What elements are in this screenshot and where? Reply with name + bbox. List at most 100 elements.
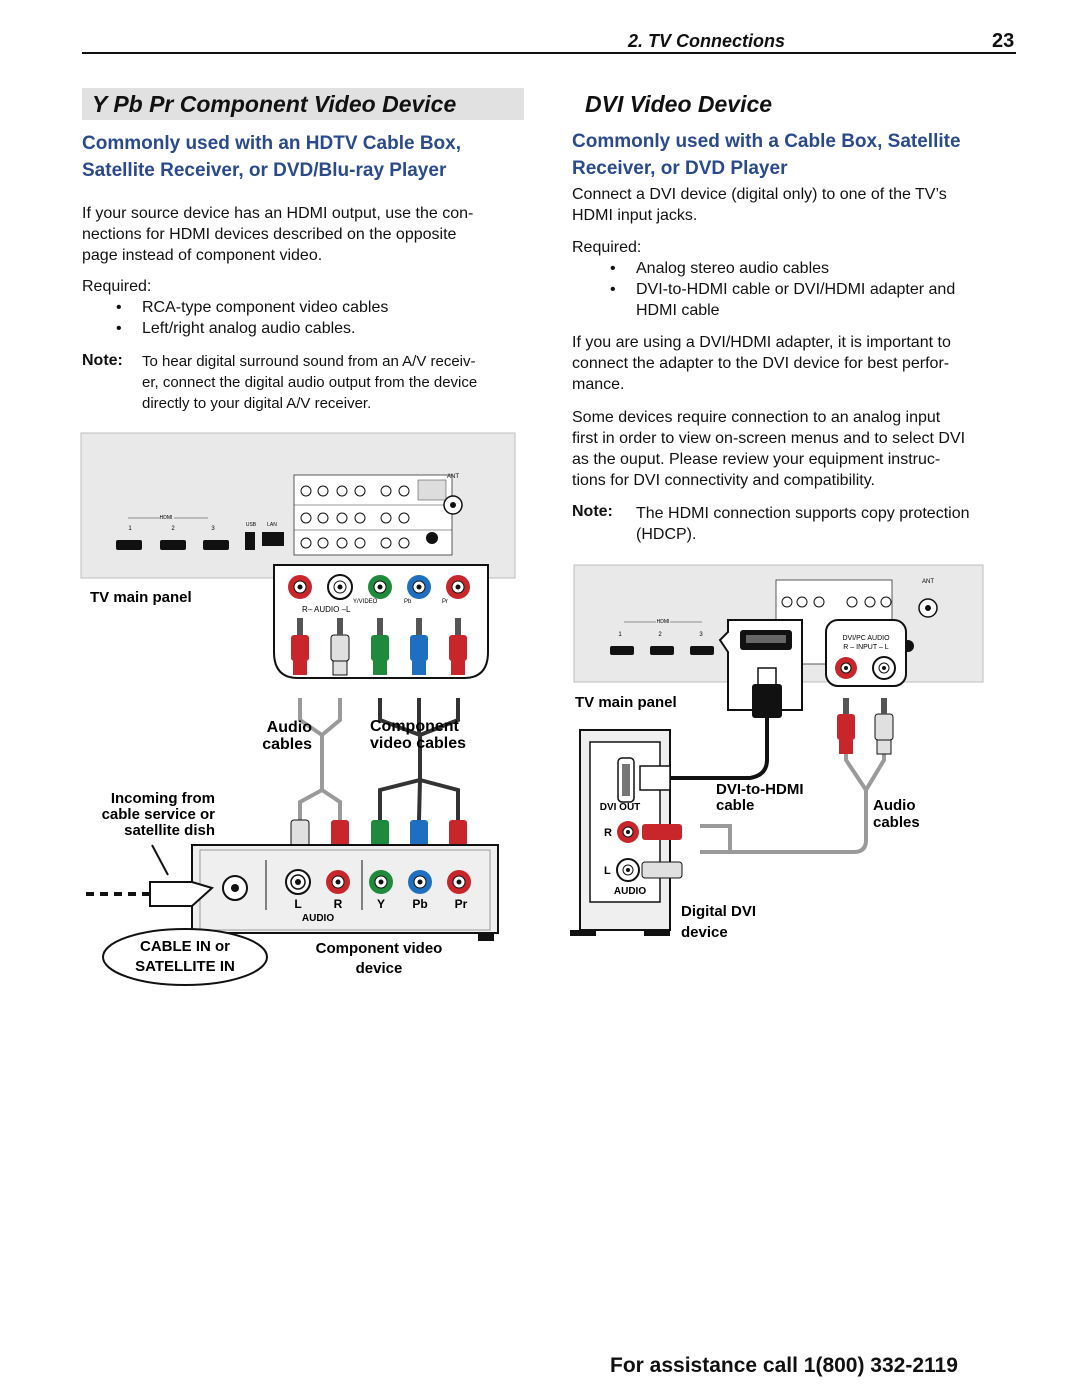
svg-text:CABLE IN or: CABLE IN or xyxy=(140,938,230,955)
component-subhead-line1: Commonly used with an HDTV Cable Box, xyxy=(82,133,461,154)
svg-text:Component: Component xyxy=(370,718,460,735)
svg-text:R– AUDIO –L: R– AUDIO –L xyxy=(302,605,351,614)
svg-text:device: device xyxy=(356,960,403,977)
dvi-required-label: Required: xyxy=(572,239,642,256)
svg-text:R – INPUT – L: R – INPUT – L xyxy=(843,644,888,651)
list-item: RCA-type component video cables xyxy=(116,297,388,318)
svg-text:DVI/PC AUDIO: DVI/PC AUDIO xyxy=(842,635,890,642)
svg-text:L: L xyxy=(294,897,301,911)
page-number: 23 xyxy=(992,30,1015,52)
svg-text:2: 2 xyxy=(658,632,662,638)
svg-text:SATELLITE IN: SATELLITE IN xyxy=(135,958,235,975)
svg-text:3: 3 xyxy=(211,526,215,532)
dvi-section-title: DVI Video Device xyxy=(585,91,773,117)
para-line: first in order to view on-screen menus a… xyxy=(572,430,966,447)
intro-line: HDMI input jacks. xyxy=(572,207,698,224)
svg-text:USB: USB xyxy=(246,522,257,528)
note-line: (HDCP). xyxy=(636,526,697,543)
required-label: Required: xyxy=(82,278,152,295)
component-section-title: Y Pb Pr Component Video Device xyxy=(92,91,457,117)
svg-text:TV main panel: TV main panel xyxy=(575,694,677,711)
intro-line: Connect a DVI device (digital only) to o… xyxy=(572,186,947,203)
para-line: Some devices require connection to an an… xyxy=(572,409,941,426)
svg-text:DVI OUT: DVI OUT xyxy=(600,802,641,813)
coax-plug xyxy=(149,881,214,907)
svg-text:AUDIO: AUDIO xyxy=(302,913,334,924)
dvi-subhead-line1: Commonly used with a Cable Box, Satellit… xyxy=(572,131,961,152)
svg-text:HDMI: HDMI xyxy=(160,515,173,521)
rca-plug-icon xyxy=(291,618,467,676)
svg-text:Audio: Audio xyxy=(267,719,313,736)
svg-text:HDMI: HDMI xyxy=(657,619,670,625)
adapter-paragraph: If you are using a DVI/HDMI adapter, it … xyxy=(572,332,951,395)
list-item-line: HDMI cable xyxy=(636,302,720,319)
svg-text:Component video: Component video xyxy=(316,940,443,957)
svg-text:ANT: ANT xyxy=(922,579,934,585)
svg-text:Pr: Pr xyxy=(442,599,448,605)
svg-text:ANT: ANT xyxy=(447,474,459,480)
svg-text:AUDIO: AUDIO xyxy=(614,886,646,897)
svg-text:Y/VIDEO: Y/VIDEO xyxy=(353,599,378,605)
svg-text:Audio: Audio xyxy=(873,797,916,814)
para-line: If you are using a DVI/HDMI adapter, it … xyxy=(572,334,951,351)
intro-line: page instead of component video. xyxy=(82,247,323,264)
svg-text:cables: cables xyxy=(262,736,312,753)
svg-text:Pr: Pr xyxy=(455,897,468,911)
list-item: Analog stereo audio cables xyxy=(610,258,955,279)
list-item: DVI-to-HDMI cable or DVI/HDMI adapter an… xyxy=(610,279,955,321)
analog-input-paragraph: Some devices require connection to an an… xyxy=(572,407,965,491)
svg-text:1: 1 xyxy=(128,526,132,532)
svg-text:2: 2 xyxy=(171,526,175,532)
lan-port-icon: LAN xyxy=(262,522,284,546)
intro-line: nections for HDMI devices described on t… xyxy=(82,226,457,243)
hdmi-plug-icon xyxy=(752,667,782,718)
running-header-section: 2. TV Connections xyxy=(628,31,786,51)
svg-text:device: device xyxy=(681,924,728,941)
note-line: The HDMI connection supports copy protec… xyxy=(636,505,970,522)
pointer-arrow xyxy=(151,844,169,876)
svg-text:cable: cable xyxy=(716,797,754,814)
svg-text:video cables: video cables xyxy=(370,735,466,752)
svg-text:1: 1 xyxy=(618,632,622,638)
component-subhead-line2: Satellite Receiver, or DVD/Blu-ray Playe… xyxy=(82,160,447,181)
svg-text:Digital DVI: Digital DVI xyxy=(681,903,756,920)
note-line: To hear digital surround sound from an A… xyxy=(142,353,476,370)
svg-text:Pb: Pb xyxy=(404,599,412,605)
note-line: directly to your digital A/V receiver. xyxy=(142,395,372,412)
left-title-band xyxy=(82,88,524,120)
usb-port-icon: USB xyxy=(245,522,257,550)
svg-text:Y: Y xyxy=(377,897,385,911)
rca-jack-icon xyxy=(285,869,471,895)
component-intro: If your source device has an HDMI output… xyxy=(82,203,473,266)
rca-jack-icon xyxy=(288,574,470,600)
cable-bundle xyxy=(298,698,460,821)
dvi-port-icon xyxy=(617,757,635,803)
svg-text:satellite dish: satellite dish xyxy=(124,822,215,839)
coax-jack-icon: ANT xyxy=(426,474,463,544)
rca-plug-icon xyxy=(837,698,894,755)
dvi-subhead-line2: Receiver, or DVD Player xyxy=(572,158,788,179)
dvi-required-list: Analog stereo audio cables DVI-to-HDMI c… xyxy=(610,258,955,321)
svg-text:L: L xyxy=(604,865,611,877)
input-jack-cluster xyxy=(293,474,453,556)
required-list: RCA-type component video cables Left/rig… xyxy=(116,297,388,339)
svg-text:cables: cables xyxy=(873,814,920,831)
svg-text:R: R xyxy=(334,897,343,911)
audio-callout xyxy=(825,619,907,687)
rca-plug-icon xyxy=(641,824,683,879)
coax-jack-icon xyxy=(222,875,248,901)
svg-text:cable service or: cable service or xyxy=(102,806,216,823)
component-connection-diagram: HDMI 1 2 3 USB LAN ANT xyxy=(80,432,516,986)
svg-text:Incoming from: Incoming from xyxy=(111,790,215,807)
para-line: connect the adapter to the DVI device fo… xyxy=(572,355,950,372)
para-line: as the ouput. Please review your equipme… xyxy=(572,451,941,468)
list-item-line: DVI-to-HDMI cable or DVI/HDMI adapter an… xyxy=(636,281,956,298)
list-item: Left/right analog audio cables. xyxy=(116,318,388,339)
dvi-note-text: The HDMI connection supports copy protec… xyxy=(636,503,970,545)
svg-text:R: R xyxy=(604,827,612,839)
dvi-connection-diagram: HDMI 1 2 3 ANT DVI/PC AUDIO R – INPUT – … xyxy=(570,564,984,941)
svg-text:Pb: Pb xyxy=(412,897,427,911)
dvi-intro: Connect a DVI device (digital only) to o… xyxy=(572,184,947,226)
header-rule xyxy=(82,52,1016,54)
hdmi-port-icon: HDMI 1 2 3 xyxy=(116,515,229,550)
